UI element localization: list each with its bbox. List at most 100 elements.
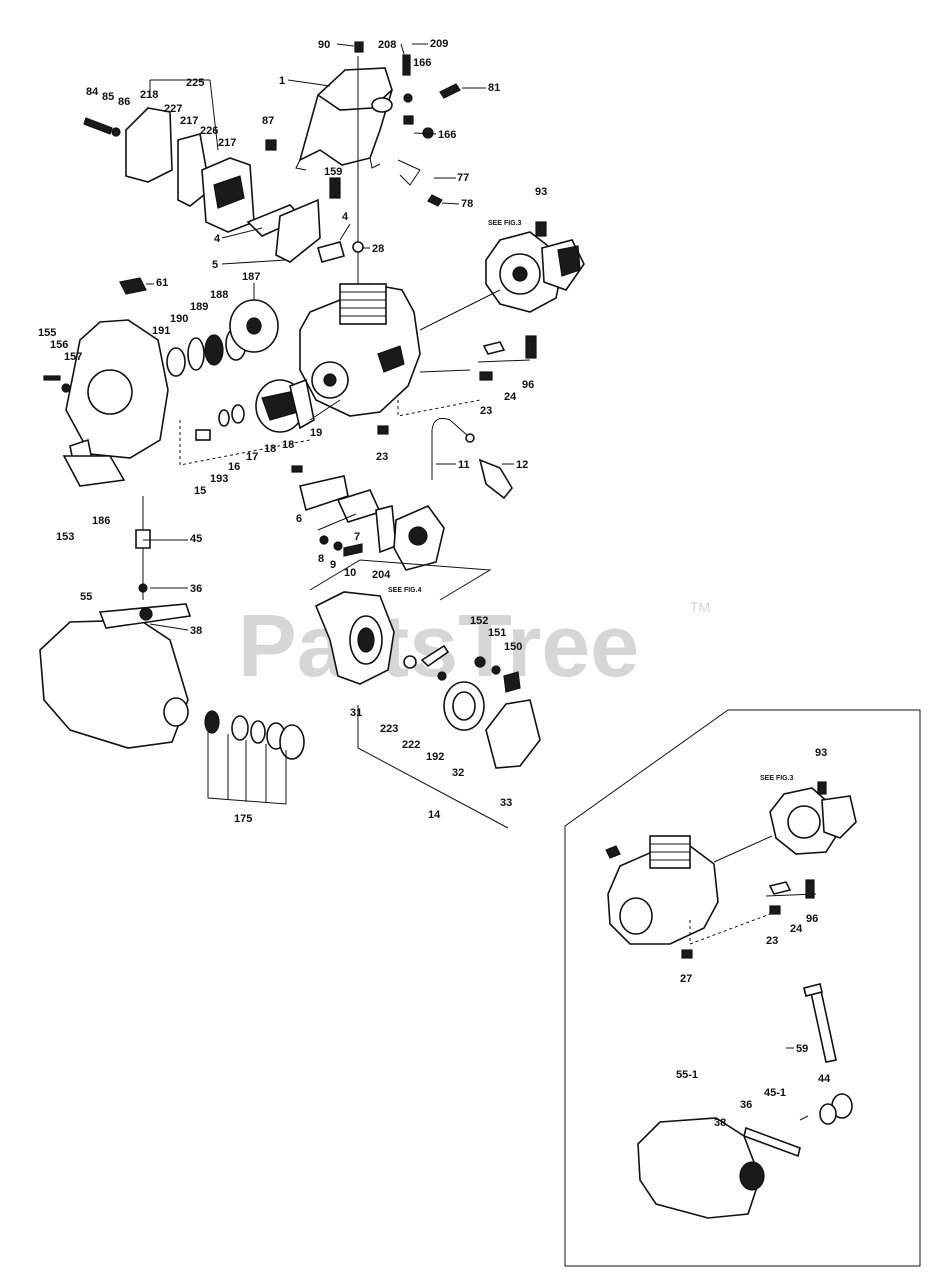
callout-labels: 90 208 209 166 81 1 166 84 85 86 218 225… <box>38 38 831 1129</box>
carburetor <box>291 465 445 571</box>
callout-11: 11 <box>458 459 470 471</box>
callout-151: 151 <box>488 627 506 639</box>
fuel-tank <box>39 603 192 749</box>
watermark-text: PartsTree <box>238 596 639 695</box>
callout-186: 186 <box>92 515 110 527</box>
callout-208: 208 <box>378 39 396 51</box>
muffler-assembly <box>83 107 345 263</box>
inset-brackets <box>765 879 817 915</box>
callout-10: 10 <box>344 567 356 579</box>
air-filter <box>314 591 541 769</box>
see-fig-3-inset: SEE FIG.3 <box>760 775 794 782</box>
callout-87: 87 <box>262 115 274 127</box>
callout-78: 78 <box>461 198 473 210</box>
callout-16: 16 <box>228 461 240 473</box>
callout-23-right: 23 <box>480 405 492 417</box>
callout-150: 150 <box>504 641 522 653</box>
callout-4-left: 4 <box>214 233 221 245</box>
callout-6: 6 <box>296 513 302 525</box>
callout-8: 8 <box>318 553 324 565</box>
starter-housing <box>485 221 585 313</box>
callout-223: 223 <box>380 723 398 735</box>
callout-45: 45 <box>190 533 202 545</box>
callout-156: 156 <box>50 339 68 351</box>
watermark-trademark: TM <box>690 599 710 615</box>
callout-209: 209 <box>430 38 448 50</box>
inset-frame <box>564 709 921 1267</box>
engine-block <box>299 283 421 417</box>
callout-217-a: 217 <box>180 115 198 127</box>
inset-callout-55-1: 55-1 <box>676 1069 698 1081</box>
callout-15: 15 <box>194 485 206 497</box>
inset-callout-38: 38 <box>714 1117 726 1129</box>
callout-190: 190 <box>170 313 188 325</box>
callout-159: 159 <box>324 166 342 178</box>
callout-36: 36 <box>190 583 202 595</box>
callout-222: 222 <box>402 739 420 751</box>
fuel-line <box>431 417 513 500</box>
callout-188: 188 <box>210 289 228 301</box>
callout-14: 14 <box>428 809 441 821</box>
callout-166-top: 166 <box>413 57 431 69</box>
callout-61: 61 <box>156 277 168 289</box>
see-fig-4: SEE FIG.4 <box>388 587 422 594</box>
inset-engine <box>605 835 719 959</box>
callout-191: 191 <box>152 325 170 337</box>
callout-226: 226 <box>200 125 218 137</box>
ignition-brackets <box>377 335 537 435</box>
inset-callout-36: 36 <box>740 1099 752 1111</box>
callout-28: 28 <box>372 243 384 255</box>
callout-18-a: 18 <box>282 439 294 451</box>
callout-93: 93 <box>535 186 547 198</box>
see-fig-3-main: SEE FIG.3 <box>488 220 522 227</box>
callout-4-right: 4 <box>342 211 349 223</box>
inset-callout-24: 24 <box>790 923 803 935</box>
callout-86: 86 <box>118 96 130 108</box>
callout-77: 77 <box>457 172 469 184</box>
callout-90: 90 <box>318 39 330 51</box>
callout-84: 84 <box>86 86 99 98</box>
inset-tank <box>637 983 853 1219</box>
inset-callout-23: 23 <box>766 935 778 947</box>
tank-cap-parts <box>204 710 305 760</box>
callout-18-b: 18 <box>264 443 276 455</box>
callout-5: 5 <box>212 259 218 271</box>
callout-153: 153 <box>56 531 74 543</box>
inset-callout-96: 96 <box>806 913 818 925</box>
callout-24: 24 <box>504 391 517 403</box>
engine-cover-part <box>295 67 393 171</box>
callout-204: 204 <box>372 569 391 581</box>
callout-189: 189 <box>190 301 208 313</box>
clutch-housing <box>62 277 169 487</box>
callout-96: 96 <box>522 379 534 391</box>
clutch-parts <box>43 299 279 393</box>
callout-218: 218 <box>140 89 158 101</box>
inset-callout-45-1: 45-1 <box>764 1087 786 1099</box>
callout-1: 1 <box>279 75 285 87</box>
callout-166: 166 <box>438 129 456 141</box>
callout-12: 12 <box>516 459 528 471</box>
callout-32: 32 <box>452 767 464 779</box>
callout-175: 175 <box>234 813 252 825</box>
callout-7: 7 <box>354 531 360 543</box>
inset-callout-44: 44 <box>818 1073 831 1085</box>
inset-callout-27: 27 <box>680 973 692 985</box>
callout-187: 187 <box>242 271 260 283</box>
callout-17: 17 <box>246 451 258 463</box>
callout-192: 192 <box>426 751 444 763</box>
flywheel-parts <box>195 378 315 441</box>
callout-217-b: 217 <box>218 137 236 149</box>
callout-227: 227 <box>164 103 182 115</box>
callout-19: 19 <box>310 427 322 439</box>
callout-9: 9 <box>330 559 336 571</box>
callout-23-center: 23 <box>376 451 388 463</box>
callout-157: 157 <box>64 351 82 363</box>
callout-55: 55 <box>80 591 92 603</box>
callout-33: 33 <box>500 797 512 809</box>
inset-starter <box>769 781 857 855</box>
callout-155: 155 <box>38 327 56 339</box>
callout-38: 38 <box>190 625 202 637</box>
callout-81: 81 <box>488 82 500 94</box>
inset-callout-59: 59 <box>796 1043 808 1055</box>
